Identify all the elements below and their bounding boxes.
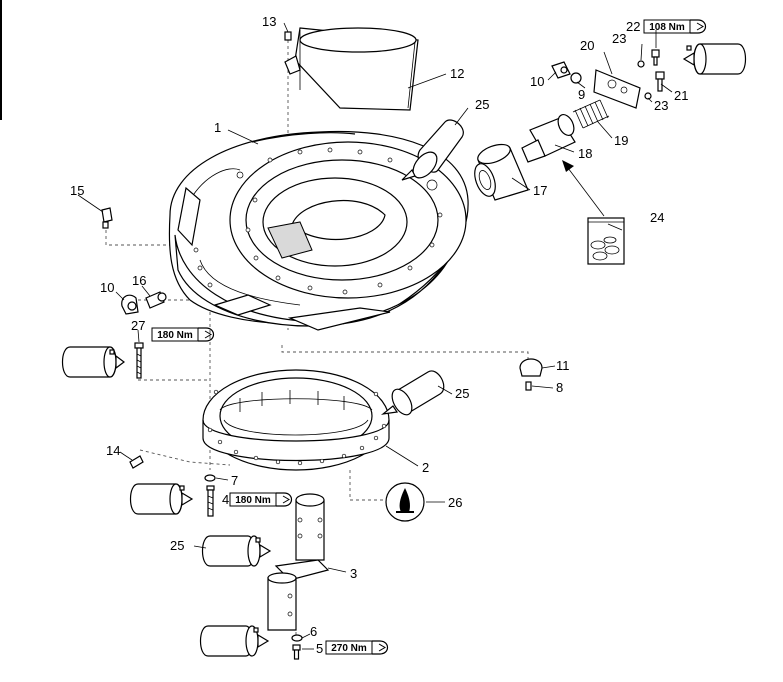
part-23-washer-upper	[637, 60, 645, 68]
label-part-25-upper: 25	[475, 97, 489, 112]
grease-cartridge-top-right	[682, 43, 747, 75]
part-8-screw	[525, 381, 532, 391]
part-25-cartridge-mid	[380, 370, 445, 416]
label-part-13: 13	[262, 14, 276, 29]
label-part-17: 17	[533, 183, 547, 198]
part-10-right-fitting	[551, 61, 571, 79]
grease-cartridge-bottom	[199, 625, 270, 657]
part-3-rotary-joint	[267, 493, 330, 631]
part-23-washer-lower	[644, 92, 652, 100]
label-part-19: 19	[614, 133, 628, 148]
label-part-8: 8	[556, 380, 563, 395]
part-labels: 1 2 3 4 5 6 7 8 9 10 10 11 12 13 14 15 1…	[70, 14, 688, 656]
part-2-slewing-ring	[202, 369, 390, 471]
label-part-6: 6	[310, 624, 317, 639]
label-part-10-right: 10	[530, 74, 544, 89]
label-part-20: 20	[580, 38, 594, 53]
part-15-fitting	[101, 207, 113, 229]
part-11-cap	[519, 358, 543, 377]
part-7-washer	[204, 474, 216, 482]
grease-cartridge-left-middle	[129, 483, 194, 515]
label-part-3: 3	[350, 566, 357, 581]
label-part-14: 14	[106, 443, 120, 458]
label-part-24: 24	[650, 210, 664, 225]
part-14-screw	[129, 455, 144, 469]
label-part-26: 26	[448, 495, 462, 510]
arrow-to-piston	[562, 160, 605, 217]
label-part-21: 21	[674, 88, 688, 103]
torque-180-lower-text: 180 Nm	[235, 495, 271, 506]
label-part-11: 11	[556, 358, 570, 373]
part-18-piston	[521, 114, 576, 163]
part-19-spring	[572, 99, 610, 129]
label-part-15: 15	[70, 183, 84, 198]
part-26-grease-symbol	[385, 482, 425, 522]
label-part-9: 9	[578, 87, 585, 102]
part-21-bolt	[655, 71, 665, 92]
torque-box-180-upper: 180 Nm	[151, 327, 215, 342]
wrench-180-upper-icon	[198, 327, 215, 342]
torque-180-upper-text: 180 Nm	[157, 330, 193, 341]
label-part-5: 5	[316, 641, 323, 656]
part-6-washer	[291, 634, 303, 642]
part-25-cartridge-upper	[401, 119, 464, 181]
part-4-bolt	[206, 485, 215, 517]
label-part-16: 16	[132, 273, 146, 288]
wrench-180-lower-icon	[276, 492, 293, 507]
part-24-seal-kit	[587, 217, 625, 265]
part-5-screw	[292, 644, 301, 660]
label-part-18: 18	[578, 146, 592, 161]
part-17-sleeve	[474, 143, 529, 201]
label-part-2: 2	[422, 460, 429, 475]
part-22-bolt	[651, 49, 660, 66]
grease-cartridge-left-upper	[61, 346, 125, 378]
part-9-fitting	[570, 72, 582, 84]
label-part-22: 22	[626, 19, 640, 34]
torque-box-180-lower: 180 Nm	[229, 492, 293, 507]
part-13-screw	[284, 31, 292, 41]
torque-108-text: 108 Nm	[649, 22, 685, 33]
part-27-bolt	[134, 342, 144, 379]
wrench-270-icon	[372, 640, 389, 655]
part-20-plate	[593, 69, 641, 109]
part-25-cartridge-lower	[201, 535, 272, 567]
leader-lines	[77, 22, 673, 650]
part-1-base-plate	[168, 130, 469, 331]
torque-270-text: 270 Nm	[331, 643, 367, 654]
label-part-27: 27	[131, 318, 145, 333]
label-part-25-mid: 25	[455, 386, 469, 401]
label-part-25-lower: 25	[170, 538, 184, 553]
part-12-collar	[284, 27, 419, 111]
part-10-left-fitting	[121, 294, 139, 315]
part-16-fitting	[145, 291, 167, 309]
wrench-108-icon	[690, 19, 707, 34]
label-part-7: 7	[231, 473, 238, 488]
label-part-12: 12	[450, 66, 464, 81]
label-part-23-upper: 23	[612, 31, 626, 46]
label-part-10-left: 10	[100, 280, 114, 295]
torque-box-108: 108 Nm	[643, 19, 707, 34]
torque-box-270: 270 Nm	[325, 640, 389, 655]
label-part-4: 4	[222, 492, 229, 507]
label-part-1: 1	[214, 120, 221, 135]
label-part-23-lower: 23	[654, 98, 668, 113]
